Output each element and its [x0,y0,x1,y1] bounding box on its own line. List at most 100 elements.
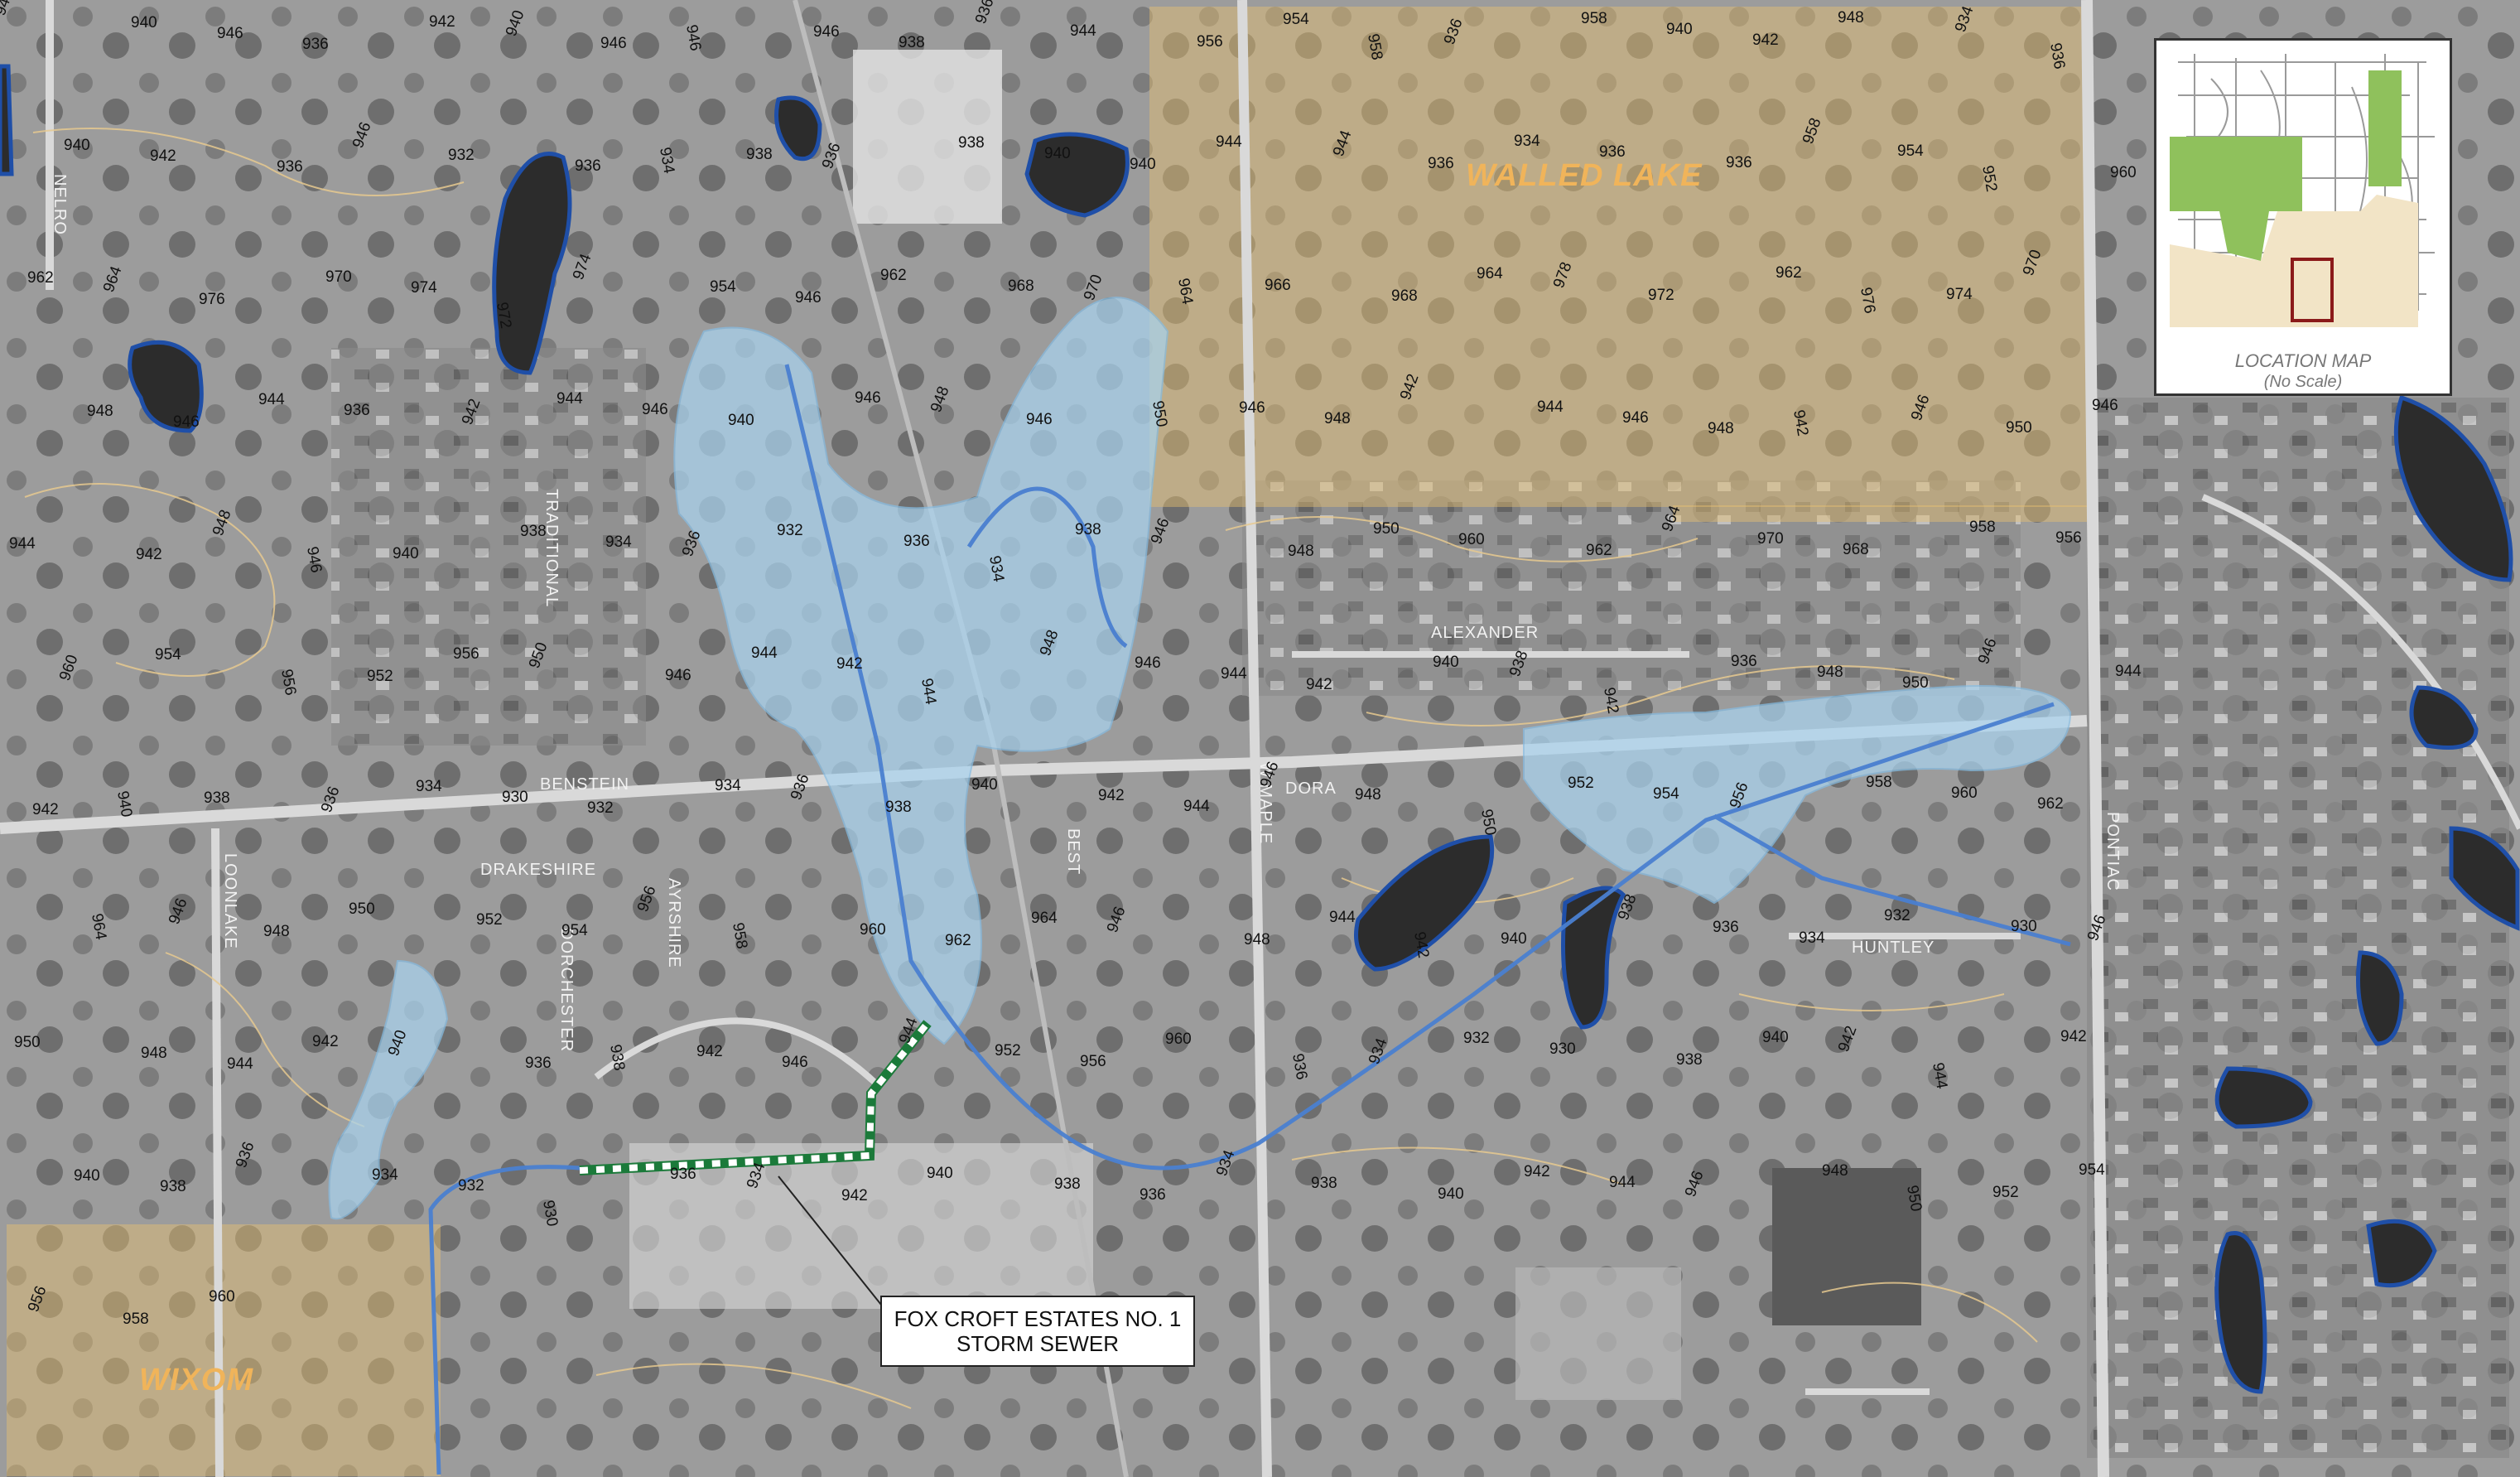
contour-label: 960 [1165,1031,1192,1048]
wetland-channel [966,486,1128,649]
contour-label: 974 [1946,286,1973,303]
contour-label: 948 [141,1045,167,1062]
contour-label: 932 [448,147,475,164]
contour-label: 936 [1713,919,1739,936]
contour-label: 934 [1514,133,1540,150]
contour-label: 940 [131,14,157,31]
contour-label: 954 [1897,142,1924,160]
contour-label: 956 [453,645,479,663]
drakeshire-street-label: DRAKESHIRE [480,861,596,879]
contour-label: 944 [1609,1174,1636,1191]
contour-label: 936 [302,36,329,53]
pond-1 [492,152,572,375]
contour-label: 970 [1757,530,1784,548]
contour-label: 942 [1752,31,1779,49]
inset-green-zone-east [2368,70,2402,186]
callout-leader [778,1175,885,1310]
contour-label: 940 [1044,145,1071,162]
contour-label: 946 [795,289,822,307]
contour-label: 968 [1391,287,1418,305]
wetland-central [673,297,1169,1045]
development-clearing [629,1143,1093,1309]
contour-label: 936 [1140,1186,1166,1204]
contour-label: 950 [349,900,375,918]
contour-label: 964 [1477,265,1503,282]
contour-label: 944 [2115,663,2142,680]
contour-label: 936 [344,402,370,419]
pontiac-road [2081,0,2109,1477]
contour-label: 952 [367,668,393,685]
wixom-boundary [7,1224,441,1476]
contour-label: 944 [1216,133,1242,151]
contour-label: 946 [600,35,627,52]
contour-label: 938 [1054,1175,1081,1193]
contour-label: 942 [1098,787,1125,804]
contour-label: 954 [1653,785,1679,803]
contour-label: 944 [1329,909,1356,926]
pond-13 [2449,826,2520,931]
contour-label: 936 [1599,143,1626,161]
lot-blocks-east [1242,480,2021,696]
contour-label: 936 [525,1055,552,1072]
contour-label: 954 [2079,1161,2105,1179]
contour-label: 938 [160,1178,186,1195]
contour-label: 940 [927,1165,953,1182]
contour-label: 932 [587,799,614,817]
contour-label: 954 [1283,11,1309,28]
contour-label: 944 [557,390,583,408]
contour-label: 942 [150,147,176,165]
contour-label: 948 [87,403,113,420]
contour-label: 944 [751,644,778,662]
contour-label: 968 [1008,278,1034,295]
pond-3 [774,95,822,161]
contour-label: 940 [971,776,998,794]
walled-lake-label: WALLED LAKE [1466,158,1703,193]
contour-label: 940 [1666,21,1693,38]
contour-label: 934 [1799,929,1825,947]
lot-blocks-west [331,348,646,746]
inset-scale-note: (No Scale) [2263,373,2343,391]
contour-label: 936 [903,533,930,550]
contour-label: 950 [1902,674,1929,692]
inset-site-marker [2291,258,2334,322]
contour-label: 940 [1762,1029,1789,1046]
contour-label: 960 [2110,164,2137,181]
contour-label: 960 [209,1288,235,1306]
pond-8 [2214,1066,2313,1129]
contour-label: 932 [777,522,803,539]
contour-label: 942 [312,1033,339,1050]
contour-label: 960 [1951,784,1978,802]
contour-label: 946 [642,401,668,418]
west-loop-drive [2201,494,2520,830]
loon-lake-street-label: LOONLAKE [221,853,239,949]
contour-label: 958 [1866,774,1892,791]
contour-label: 942 [836,655,863,673]
contour-label: 940 [74,1167,100,1185]
pond-9 [2214,1231,2267,1394]
contour-label: 938 [1311,1175,1337,1192]
inset-green-zone-west [2170,137,2302,261]
contour-label: 938 [958,134,985,152]
contour-label: 948 [1324,410,1351,427]
contour-label: 956 [1197,33,1223,51]
contour-label: 942 [841,1187,868,1204]
contour-label: 934 [372,1166,398,1184]
callout-line-1: FOX CROFT ESTATES NO. 1 [894,1306,1182,1331]
contour-label: 948 [1244,931,1270,948]
wixom-label: WIXOM [139,1363,253,1397]
contour-label: 940 [64,137,90,154]
contour-label: 968 [1843,541,1869,558]
contour-label: 962 [945,932,971,949]
contour-label: 958 [1969,519,1996,536]
dora-street-label: DORA [1285,780,1337,798]
best-street-label: BEST [1064,828,1082,875]
pontiac-street-label: PONTIAC [2103,812,2122,891]
contour-label: 944 [227,1055,253,1073]
contour-label: 946 [2092,397,2118,414]
contour-label: 934 [416,778,442,795]
contour-label: 938 [520,523,547,540]
contour-label: 966 [1265,277,1291,294]
contour-label: 938 [885,799,912,816]
subdivision-loop [594,1017,880,1088]
contour-label: 944 [1537,398,1564,416]
